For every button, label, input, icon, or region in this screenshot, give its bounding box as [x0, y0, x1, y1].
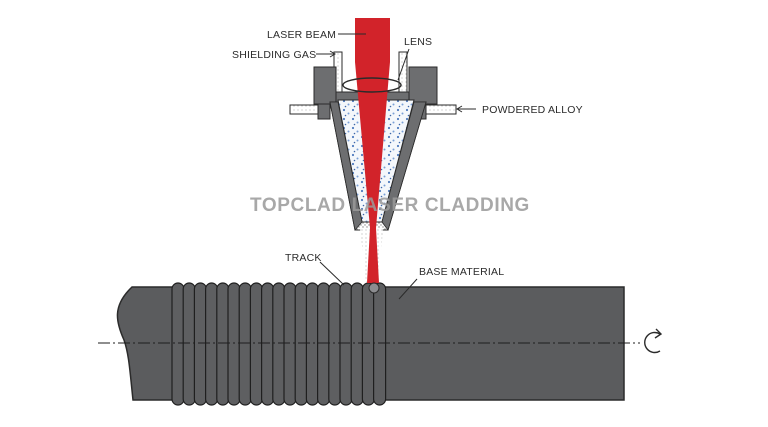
svg-text:LENS: LENS [404, 36, 432, 48]
track-loop [294, 282, 308, 406]
svg-text:SHIELDING GAS: SHIELDING GAS [232, 49, 316, 61]
track-loop [350, 282, 364, 406]
label-shielding-gas: SHIELDING GAS [232, 49, 336, 61]
label-base-material: BASE MATERIAL [398, 266, 504, 300]
track-loop [272, 282, 286, 406]
track-loop [339, 282, 353, 406]
svg-text:BASE MATERIAL: BASE MATERIAL [419, 266, 504, 278]
melt-pool [368, 282, 380, 294]
track-loop [373, 282, 387, 406]
track-loop [205, 282, 219, 406]
rotation-arrow-icon [644, 328, 663, 354]
track-loop [216, 282, 230, 406]
label-lens: LENS [397, 36, 432, 81]
track-loop [182, 282, 196, 406]
track-loop [227, 282, 241, 406]
lens [342, 77, 402, 93]
laser-beam [355, 18, 390, 283]
track-loop [238, 282, 252, 406]
label-track: TRACK [285, 252, 345, 286]
track-loop [283, 282, 297, 406]
track-loop [361, 282, 375, 406]
track-loop [328, 282, 342, 406]
track-loop [171, 282, 185, 406]
svg-text:LASER BEAM: LASER BEAM [267, 29, 336, 41]
svg-text:POWDERED ALLOY: POWDERED ALLOY [482, 104, 583, 116]
watermark: TOPCLAD LASER CLADDING [250, 195, 530, 216]
svg-text:TRACK: TRACK [285, 252, 322, 264]
track-loop [249, 282, 263, 406]
track-loop [261, 282, 275, 406]
track-loop [193, 282, 207, 406]
label-laser-beam: LASER BEAM [267, 29, 366, 41]
label-powdered-alloy: POWDERED ALLOY [456, 104, 583, 116]
track-loop [305, 282, 319, 406]
cladding-track [171, 282, 387, 406]
track-loop [317, 282, 331, 406]
